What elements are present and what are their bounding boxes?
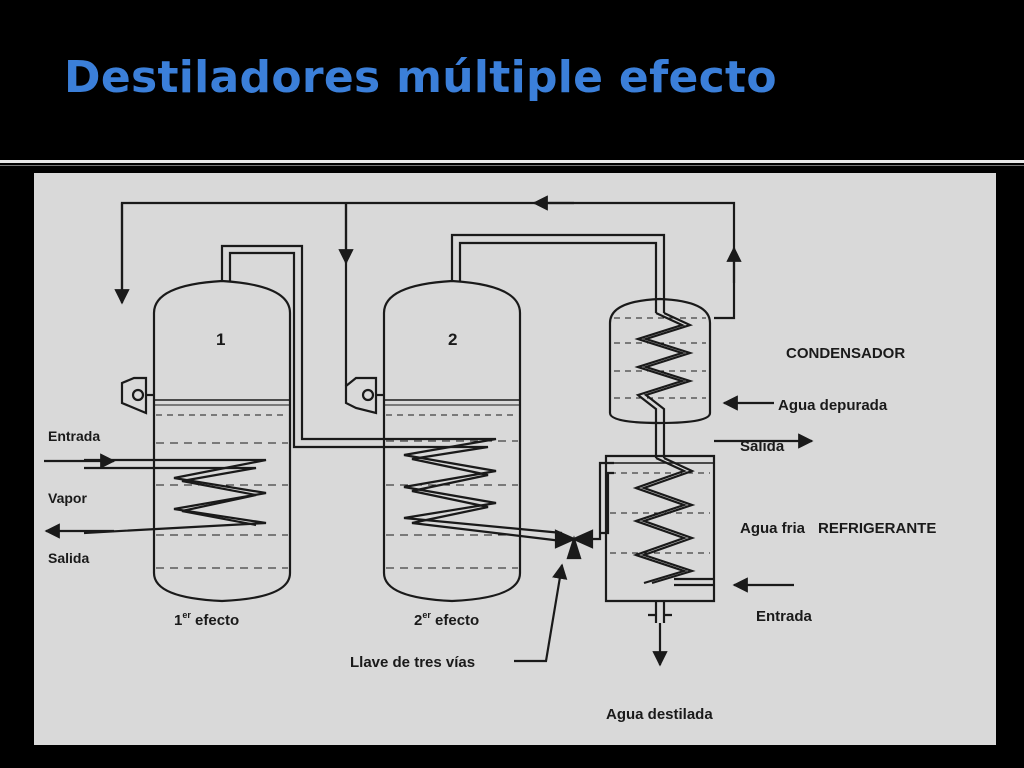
vessel-2-caption: 2er efecto <box>414 610 479 629</box>
agua-fria-label: Agua fria <box>740 520 806 537</box>
vessel-1-number: 1 <box>216 330 225 349</box>
left-salida-label: Salida <box>48 550 89 566</box>
refrigerante-label: REFRIGERANTE <box>818 520 936 537</box>
vessel-2-number: 2 <box>448 330 457 349</box>
title-divider-shadow <box>0 165 1024 166</box>
return-line <box>114 195 742 386</box>
salida-right-label: Salida <box>740 438 785 455</box>
condenser <box>608 297 774 458</box>
three-way-valve <box>554 461 614 560</box>
vessel-1-steam-arrows <box>44 453 116 539</box>
vessel-2 <box>344 233 666 603</box>
agua-destilada-label: Agua destilada <box>606 706 713 723</box>
distiller-diagram: 1 2 Entrada Vapor Salida 1er efecto 2er … <box>34 173 996 745</box>
condensador-label: CONDENSADOR <box>786 345 905 362</box>
llave-label: Llave de tres vías <box>350 654 475 671</box>
agua-depurada-label: Agua depurada <box>778 397 888 414</box>
slide-title: Destiladores múltiple efecto <box>64 52 777 103</box>
title-divider <box>0 160 1024 163</box>
left-vapor-label: Vapor <box>48 490 87 506</box>
vessel-1-caption: 1er efecto <box>174 610 239 629</box>
refrigerant-tank <box>604 433 814 667</box>
valve-leader <box>514 563 568 663</box>
left-entrada-label: Entrada <box>48 428 100 444</box>
vessel-1 <box>83 244 384 603</box>
entrada-right-label: Entrada <box>756 608 813 625</box>
